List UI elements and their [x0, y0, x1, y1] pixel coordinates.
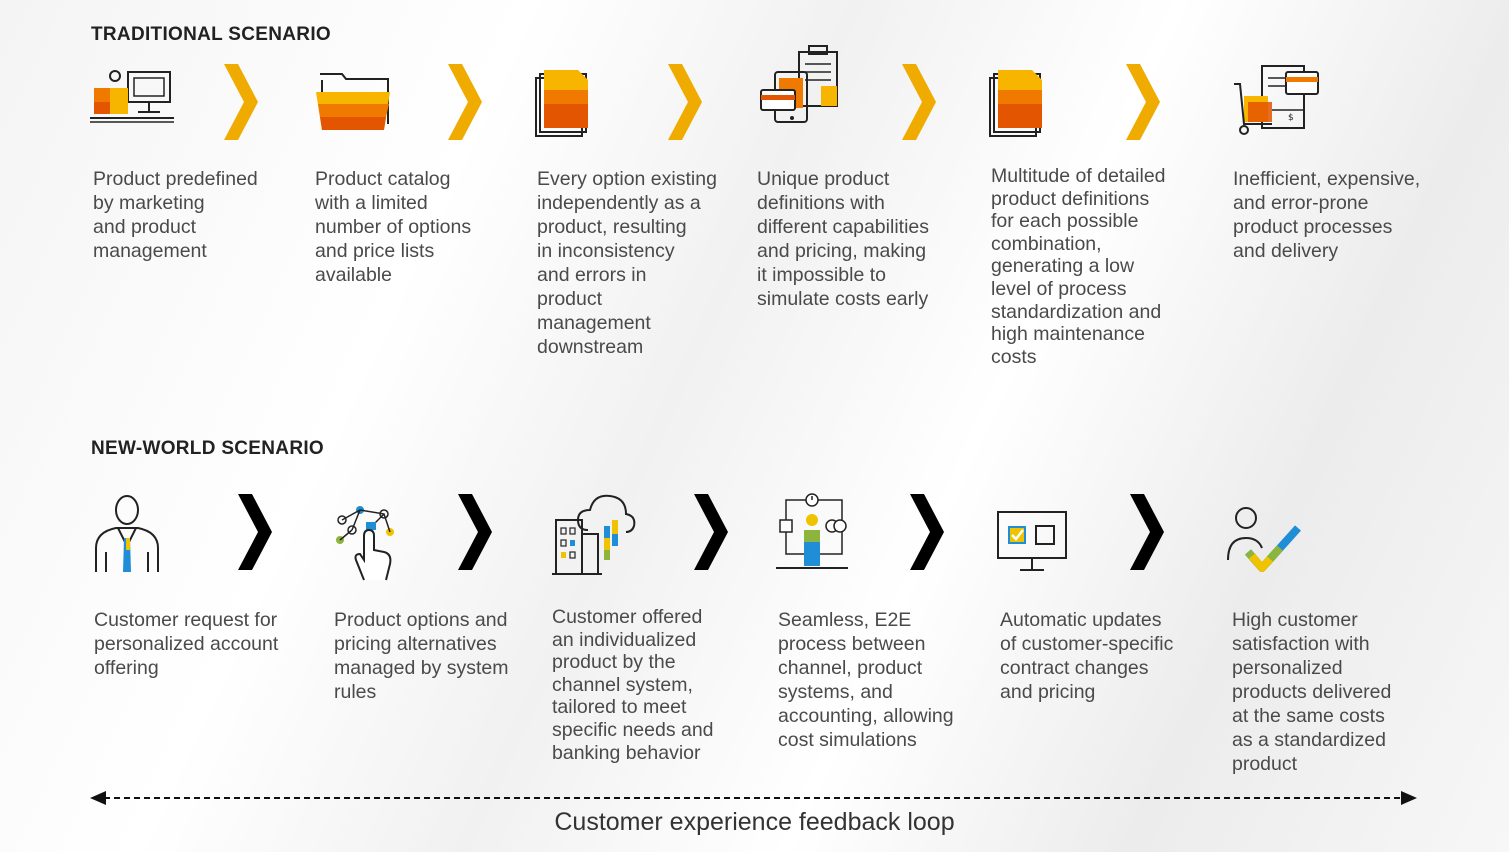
- chevron-icon: [1130, 494, 1164, 570]
- payment-devices-icon: [760, 45, 838, 123]
- traditional-step-6-text: Inefficient, expensive, and error-prone …: [1233, 168, 1421, 262]
- chevron-icon: [1126, 64, 1160, 140]
- new-world-scenario-heading: NEW-WORLD SCENARIO: [91, 438, 325, 459]
- feedback-loop-arrow: [90, 791, 1417, 805]
- traditional-step-2-text: Product catalog with a limited number of…: [315, 168, 472, 286]
- chevron-icon: [902, 64, 936, 140]
- delivery-cart-invoice-icon: $: [1234, 65, 1319, 135]
- traditional-step-5-text: Multitude of detailed product definition…: [991, 165, 1166, 368]
- chevron-icon: [694, 494, 728, 570]
- svg-text:$: $: [1288, 113, 1294, 123]
- document-stack-icon: [989, 70, 1042, 137]
- chevron-icon: [224, 64, 258, 140]
- chevron-icon: [910, 494, 944, 570]
- person-process-icon: [776, 493, 848, 569]
- new-world-step-6-text: High customer satisfaction with personal…: [1232, 609, 1392, 775]
- cloud-building-icon: [552, 494, 636, 575]
- folder-icon: [316, 73, 390, 130]
- chevron-icon: [458, 494, 492, 570]
- person-at-computer-icon: [90, 70, 174, 123]
- new-world-step-3-text: Customer offered an individualized produ…: [552, 606, 714, 764]
- business-person-icon: [95, 495, 159, 572]
- chevron-icon: [668, 64, 702, 140]
- person-checkmark-icon: [1227, 507, 1301, 572]
- feedback-loop-label: Customer experience feedback loop: [554, 808, 955, 836]
- chevron-icon: [238, 494, 272, 570]
- traditional-step-1-text: Product predefined by marketing and prod…: [93, 168, 258, 262]
- new-world-step-5-text: Automatic updates of customer-specific c…: [1000, 609, 1174, 703]
- new-world-step-2-text: Product options and pricing alternatives…: [334, 609, 509, 703]
- chevron-icon: [448, 64, 482, 140]
- traditional-scenario-heading: TRADITIONAL SCENARIO: [91, 24, 331, 45]
- new-world-step-4-text: Seamless, E2E process between channel, p…: [778, 609, 954, 751]
- traditional-step-3-text: Every option existing independently as a…: [537, 168, 717, 358]
- monitor-checkbox-icon: [997, 511, 1067, 571]
- traditional-step-4-text: Unique product definitions with differen…: [757, 168, 929, 310]
- hand-touch-network-icon: [336, 506, 394, 581]
- new-world-step-1-text: Customer request for personalized accoun…: [94, 609, 279, 679]
- document-stack-icon: [535, 70, 588, 137]
